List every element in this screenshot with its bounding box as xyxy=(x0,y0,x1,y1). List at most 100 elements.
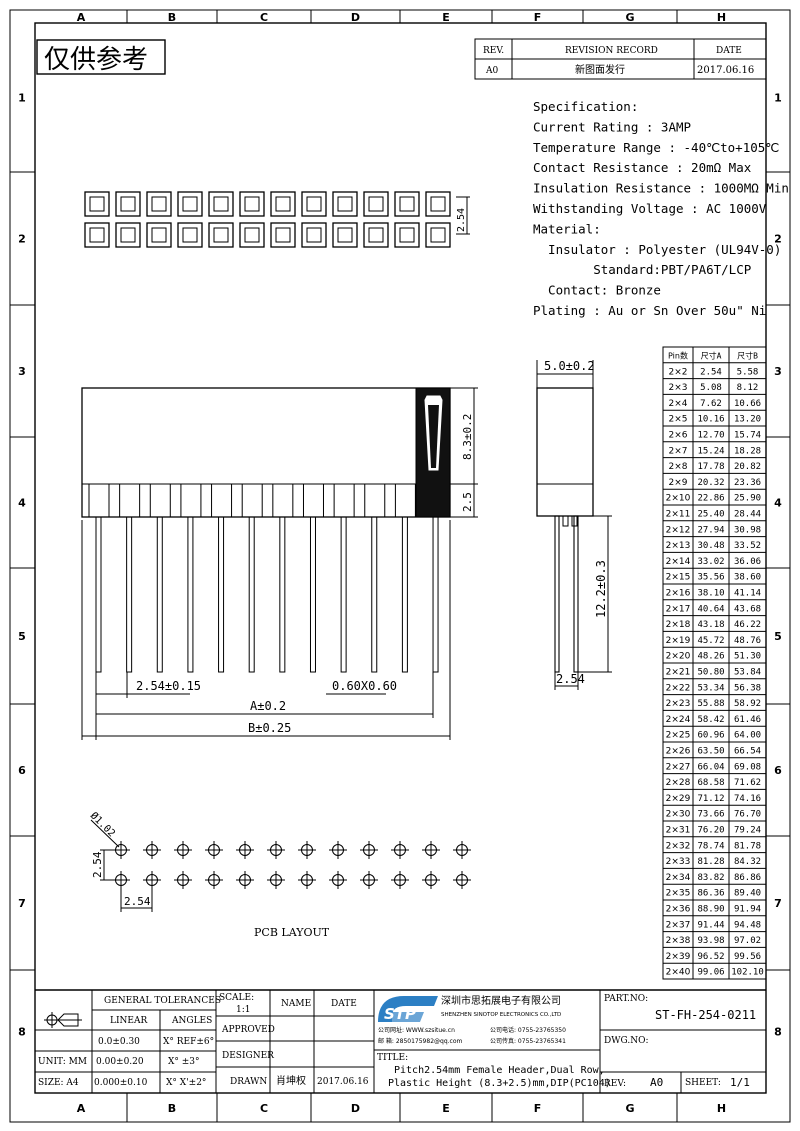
pin-table-cell: 45.72 xyxy=(697,636,724,646)
company-web: 公司网址: WWW.szsitue.cn xyxy=(378,1026,455,1034)
pin-table-cell: 2×15 xyxy=(666,573,691,583)
pin-table-cell: 2×8 xyxy=(669,462,688,472)
drawn-name: 肖坤权 xyxy=(276,1074,306,1087)
pin-table-cell: 20.82 xyxy=(734,462,761,472)
pin-table-cell: 13.20 xyxy=(734,415,761,425)
front-pin-shoulder xyxy=(394,483,416,518)
height-upper-label: 8.3±0.2 xyxy=(461,414,474,460)
tol-linear-2: 0.00±0.20 xyxy=(96,1057,144,1067)
top-view-contact xyxy=(332,222,358,248)
pin-table-cell: 2×20 xyxy=(666,652,691,662)
pin-table-cell: 99.06 xyxy=(697,968,724,978)
record-header: REVISION RECORD xyxy=(565,46,658,56)
top-view-contact-hole xyxy=(430,227,446,243)
pin-table-cell: 2×21 xyxy=(666,668,691,678)
rev-value: A0 xyxy=(485,66,498,76)
pin-table-cell: 78.74 xyxy=(697,841,724,851)
border-row-label: 2 xyxy=(18,233,26,246)
top-view-contact xyxy=(177,222,203,248)
pin-table-cell: 76.20 xyxy=(697,826,724,836)
top-view-contact xyxy=(301,191,327,217)
part-no-label: PART.NO: xyxy=(604,994,648,1004)
pin-table-cell: 2×17 xyxy=(666,604,691,614)
top-view-contact xyxy=(425,191,451,217)
dim-b-label: B±0.25 xyxy=(248,721,291,735)
top-view-contact-hole xyxy=(213,227,229,243)
spec-line: Specification: xyxy=(533,99,638,114)
border-row-label: 2 xyxy=(774,233,782,246)
pin-table-cell: 74.16 xyxy=(734,794,761,804)
company-logo: STP xyxy=(384,1005,416,1023)
border-row-label: 5 xyxy=(774,630,782,643)
pin-table-cell: 48.26 xyxy=(697,652,724,662)
pin-table-cell: 73.66 xyxy=(697,810,724,820)
drawn-label: DRAWN xyxy=(230,1077,267,1087)
pin-table-cell: 7.62 xyxy=(700,399,722,409)
top-view-contact-hole xyxy=(337,196,353,212)
spec-line: Contact Resistance : 20mΩ Max xyxy=(533,160,752,175)
top-view-contact-hole xyxy=(89,196,105,212)
pin-table-cell: 2×28 xyxy=(666,778,691,788)
pin-table-cell: 8.12 xyxy=(737,383,759,393)
pin-table-cell: 2×9 xyxy=(669,478,688,488)
border-row-label: 8 xyxy=(18,1026,26,1039)
pin-table-cell: 89.40 xyxy=(734,889,761,899)
part-no-value: ST-FH-254-0211 xyxy=(655,1008,756,1022)
pin-table-cell: 2×14 xyxy=(666,557,691,567)
pin-table-cell: 2×34 xyxy=(666,873,691,883)
border-row-dividers xyxy=(10,171,790,971)
top-view-contact xyxy=(84,191,110,217)
pin-table-cell: 55.88 xyxy=(697,699,724,709)
pin-table-cell: 2×33 xyxy=(666,857,691,867)
front-pin xyxy=(126,516,133,673)
pin-table-cell: 81.78 xyxy=(734,841,761,851)
pin-table-cell: 36.06 xyxy=(734,557,761,567)
rev-label: REV: xyxy=(604,1079,626,1089)
pin-table-cell: 25.40 xyxy=(697,510,724,520)
pin-table-cell: 15.24 xyxy=(697,446,724,456)
title-block: GENERAL TOLERANCES LINEAR ANGLES 0.0±0.3… xyxy=(35,989,766,1093)
approved-label: APPROVED xyxy=(221,1025,275,1035)
pin-table-cell: 84.32 xyxy=(734,857,761,867)
pin-table-cell: 38.60 xyxy=(734,573,761,583)
pin-table-cell: 2×19 xyxy=(666,636,691,646)
pin-table-header: Pin数 xyxy=(668,351,688,361)
front-pin-shoulder xyxy=(211,483,233,518)
border-column-label: A xyxy=(77,1102,86,1115)
top-view-contact xyxy=(208,191,234,217)
company-tel: 公司电话: 0755-23765350 xyxy=(490,1026,566,1034)
spec-line: Withstanding Voltage : AC 1000V xyxy=(533,201,767,216)
watermark-box xyxy=(36,39,166,75)
tol-linear-1: 0.0±0.30 xyxy=(98,1037,140,1047)
pin-table-cell: 96.52 xyxy=(697,952,724,962)
front-pin xyxy=(432,516,439,673)
border-row-label: 8 xyxy=(774,1026,782,1039)
front-section-contact-inner xyxy=(428,405,439,468)
top-view-contact xyxy=(146,222,172,248)
angles-label: ANGLES xyxy=(171,1016,212,1026)
pin-table-cell: 2×30 xyxy=(666,810,691,820)
top-view-contact xyxy=(208,222,234,248)
pin-table-cell: 99.56 xyxy=(734,952,761,962)
pin-table-cell: 33.02 xyxy=(697,557,724,567)
sheet-value: 1/1 xyxy=(730,1076,750,1089)
top-view-contact xyxy=(115,222,141,248)
pin-table-cell: 71.12 xyxy=(697,794,724,804)
pin-table-cell: 2×36 xyxy=(666,905,691,915)
pin-table-cell: 5.58 xyxy=(737,367,759,377)
pin-table-cell: 71.62 xyxy=(734,778,761,788)
pin-table-cell: 2×31 xyxy=(666,826,691,836)
side-view: 5.0±0.2 12.2±0.3 2.54 xyxy=(536,359,612,690)
title-label: TITLE: xyxy=(377,1053,408,1063)
spec-line: Plating : Au or Sn Over 50u" Ni xyxy=(533,303,766,318)
top-view-contact-hole xyxy=(182,196,198,212)
scale-label: SCALE: xyxy=(219,993,254,1003)
border-column-label: D xyxy=(351,1102,360,1115)
pin-table-cell: 58.42 xyxy=(697,715,724,725)
pin-table-cell: 50.80 xyxy=(697,668,724,678)
front-pin xyxy=(371,516,378,673)
border-row-label: 1 xyxy=(18,92,26,105)
spec-line: Insulator : Polyester (UL94V-0) xyxy=(533,242,781,257)
pin-table-cell: 2×6 xyxy=(669,431,688,441)
top-view-contact xyxy=(146,191,172,217)
